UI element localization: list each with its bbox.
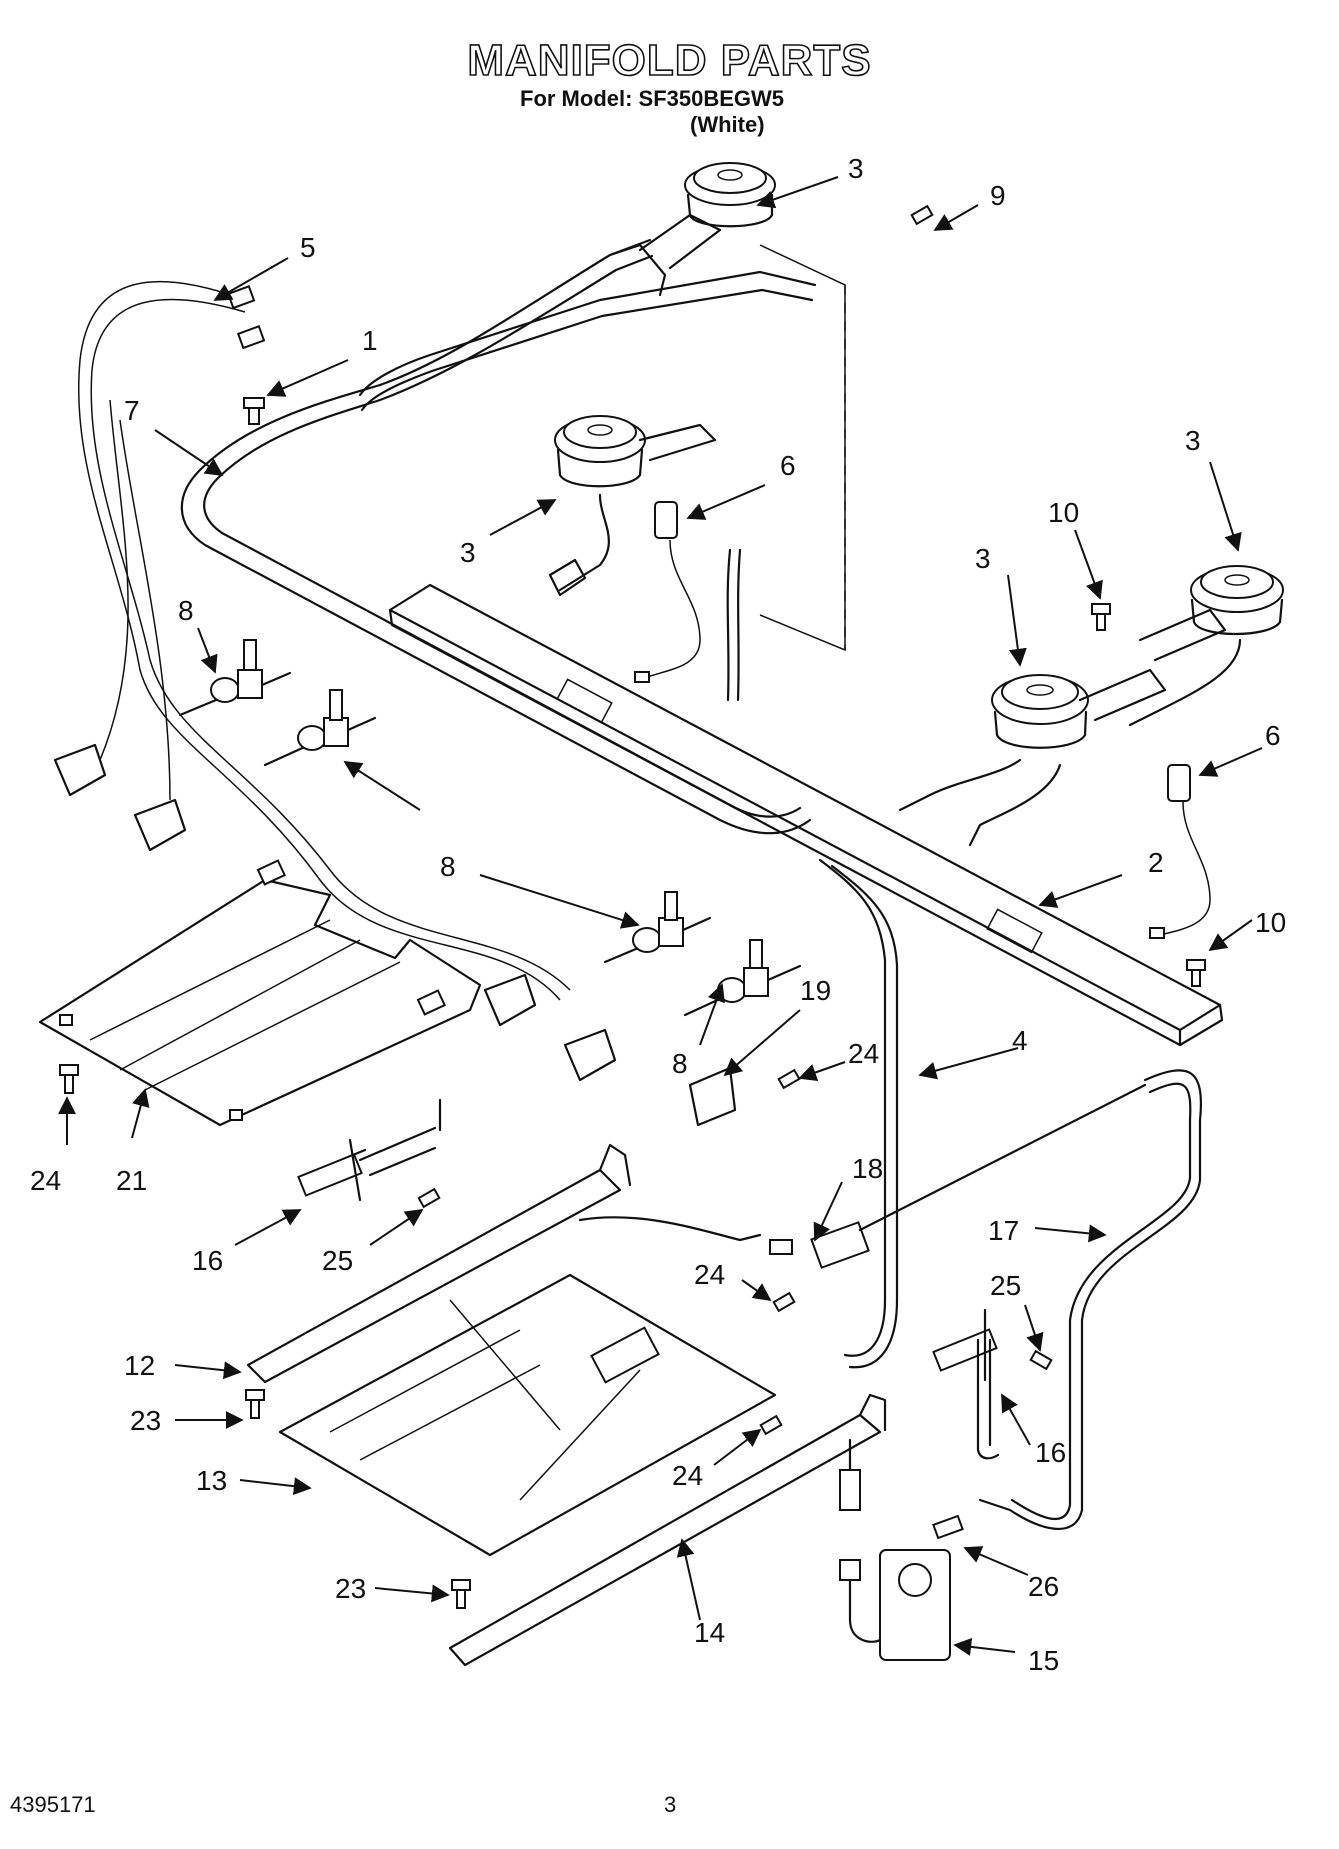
callout-24: 24 (848, 1038, 879, 1069)
callout-23: 23 (335, 1573, 366, 1604)
callout-24: 24 (30, 1165, 61, 1196)
burner-rail-12 (246, 1143, 762, 1384)
callout-23: 23 (130, 1405, 161, 1436)
burner-top-rear (608, 162, 776, 297)
burner-right-rear (1128, 565, 1284, 727)
callout-4: 4 (1012, 1025, 1028, 1056)
valve-bracket (688, 1066, 737, 1127)
gas-tube-17 (978, 1069, 1202, 1531)
callout-8: 8 (672, 1048, 688, 1079)
callout-15: 15 (1028, 1645, 1059, 1676)
callout-1: 1 (362, 325, 378, 356)
burner-mid (548, 415, 717, 597)
manifold-bracket-bar (388, 583, 1224, 1047)
callout-10: 10 (1255, 907, 1286, 938)
heat-shield (38, 859, 482, 1127)
gas-connector (769, 1083, 1147, 1269)
document-number: 4395171 (10, 1792, 96, 1817)
callout-26: 26 (1028, 1571, 1059, 1602)
burner-base-plate (278, 1273, 777, 1557)
burner-valve-3 (603, 891, 712, 964)
callout-6: 6 (1265, 720, 1281, 751)
callout-16: 16 (192, 1245, 223, 1276)
divider-line (759, 244, 846, 652)
burner-valve-1 (178, 639, 292, 717)
callout-10: 10 (1048, 497, 1079, 528)
callout-2: 2 (1148, 847, 1164, 878)
callout-5: 5 (300, 232, 316, 263)
callout-6: 6 (780, 450, 796, 481)
callout-3: 3 (460, 537, 476, 568)
callout-16: 16 (1035, 1437, 1066, 1468)
callout-14: 14 (694, 1617, 725, 1648)
callout-8: 8 (178, 595, 194, 626)
callout-12: 12 (124, 1350, 155, 1381)
burner-valve-4 (683, 939, 802, 1017)
callout-3: 3 (848, 153, 864, 184)
callout-leaders (58, 176, 1263, 1656)
model-color: (White) (690, 112, 765, 137)
callout-18: 18 (852, 1153, 883, 1184)
orifice-holder-left (297, 1098, 442, 1202)
igniter-left (634, 501, 701, 683)
igniter-right (1149, 764, 1211, 939)
gas-tube-4 (726, 548, 899, 1369)
callout-25: 25 (322, 1245, 353, 1276)
callout-19: 19 (800, 975, 831, 1006)
callout-3: 3 (975, 543, 991, 574)
callout-7: 7 (124, 395, 140, 426)
callout-13: 13 (196, 1465, 227, 1496)
page-title: MANIFOLD PARTS (467, 35, 872, 86)
screws (59, 204, 1206, 1609)
callout-24: 24 (672, 1460, 703, 1491)
page-number: 3 (664, 1792, 677, 1817)
callout-25: 25 (990, 1270, 1021, 1301)
burner-valve-2 (263, 689, 377, 767)
burner-right-front (898, 668, 1167, 847)
model-number: For Model: SF350BEGW5 (520, 86, 785, 111)
callout-8: 8 (440, 851, 456, 882)
pressure-regulator (839, 1438, 951, 1661)
burner-rail-14 (448, 1393, 887, 1667)
orifice-holder-right (932, 1308, 1000, 1460)
callout-17: 17 (988, 1215, 1019, 1246)
callout-3: 3 (1185, 425, 1201, 456)
callout-labels: 3 9 5 1 7 6 3 3 10 3 8 6 2 8 10 19 8 24 … (30, 153, 1286, 1676)
callout-9: 9 (990, 180, 1006, 211)
regulator-fitting (932, 1514, 964, 1540)
callout-21: 21 (116, 1165, 147, 1196)
manifold-tube (180, 238, 817, 835)
callout-24: 24 (694, 1259, 725, 1290)
